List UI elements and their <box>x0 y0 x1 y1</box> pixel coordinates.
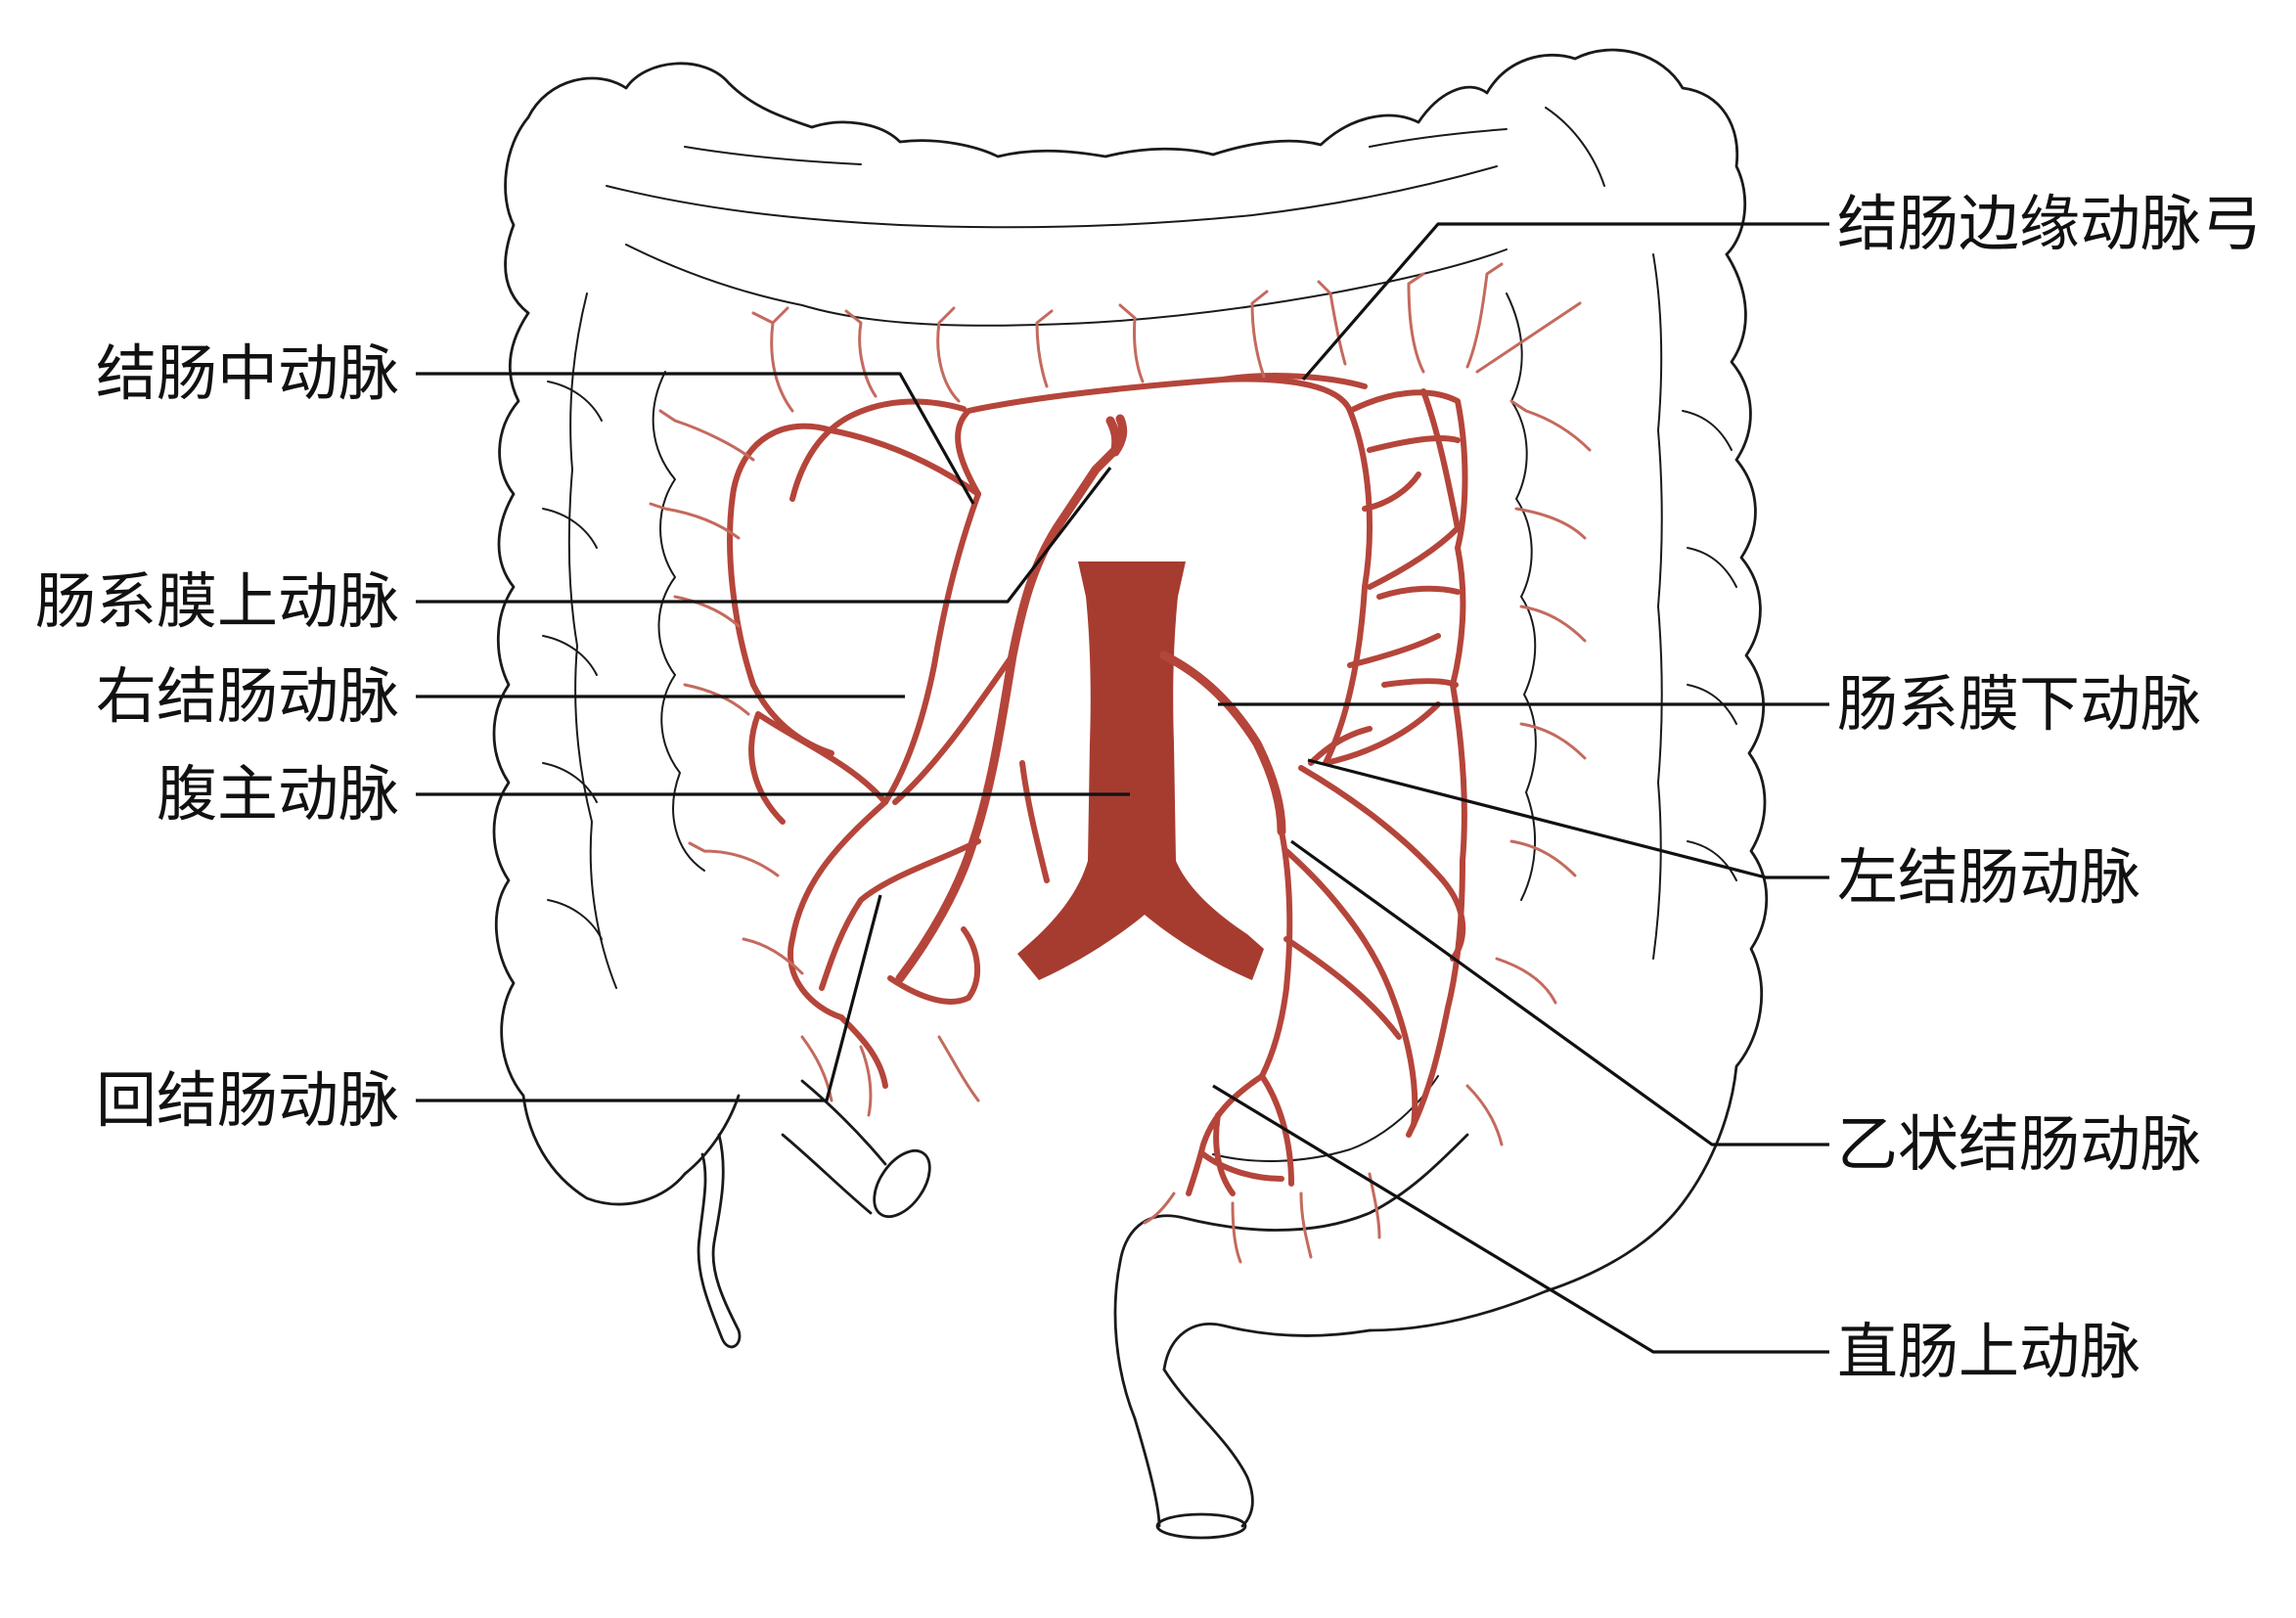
leader-marginal-arcade <box>1303 224 1829 380</box>
label-left-colic-artery: 左结肠动脉 <box>1837 841 2140 913</box>
leader-sma <box>416 468 1110 602</box>
label-middle-colic-artery: 结肠中动脉 <box>96 337 399 409</box>
label-ileocolic-artery: 回结肠动脉 <box>96 1064 399 1136</box>
label-right-colic-artery: 右结肠动脉 <box>96 660 399 732</box>
label-sigmoid-artery: 乙状结肠动脉 <box>1837 1108 2201 1180</box>
abdominal-aorta-shape <box>1017 562 1264 980</box>
label-superior-rectal-artery: 直肠上动脉 <box>1837 1316 2140 1387</box>
label-superior-mesenteric-artery: 肠系膜上动脉 <box>35 565 399 637</box>
label-inferior-mesenteric-artery: 肠系膜下动脉 <box>1837 668 2201 740</box>
leader-superior-rectal <box>1213 1086 1829 1352</box>
leader-sigmoid <box>1291 841 1829 1145</box>
leader-left-colic <box>1308 760 1829 877</box>
label-abdominal-aorta: 腹主动脉 <box>157 758 399 830</box>
label-marginal-arterial-arcade: 结肠边缘动脉弓 <box>1837 188 2262 259</box>
